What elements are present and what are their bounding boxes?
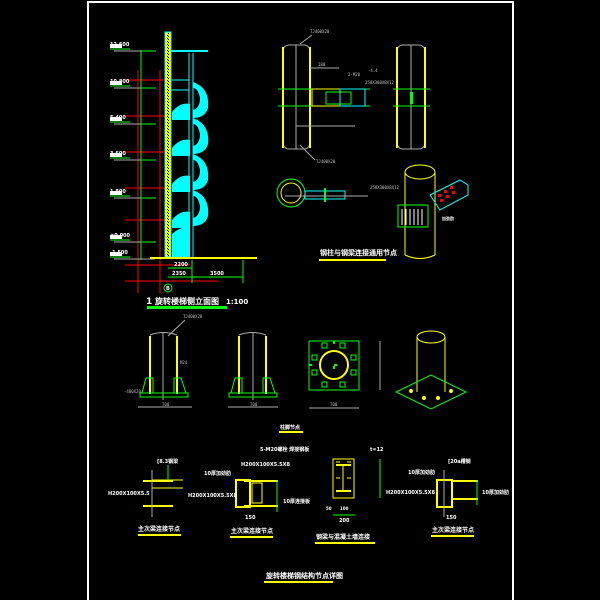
label: 5-M20螺栓 焊接钢板	[260, 446, 310, 453]
label: -400X20	[124, 389, 141, 394]
elevation-title: 旋转楼梯侧立面图	[154, 296, 219, 306]
label: 10厚加劲肋	[482, 489, 509, 496]
label: H200X100X5.5X8	[386, 490, 435, 496]
stair-elevation: 12.600 10.800 5.400 3.600 1.800 ±0.000 -…	[110, 31, 257, 309]
node-title: 柱脚节点	[280, 424, 300, 431]
dim-label: 700	[330, 402, 338, 407]
spiral-flights	[172, 82, 209, 257]
label: [20a槽钢	[448, 458, 471, 465]
level-markers	[110, 44, 156, 260]
label: M24	[180, 360, 188, 365]
label: 150	[245, 515, 256, 521]
dim-label: 700	[162, 402, 170, 407]
level-label: -1.500	[110, 250, 128, 256]
label: 10厚加劲肋	[408, 469, 435, 476]
callout-label: 加劲肋	[441, 215, 454, 221]
label: TJ400X20	[183, 314, 203, 319]
axis-bubble-label: B	[166, 286, 170, 292]
title-underline	[279, 431, 303, 433]
title-underline	[431, 535, 474, 537]
drawing-frame	[87, 1, 514, 600]
label: 10厚连接板	[283, 498, 311, 505]
label: TJ400X20	[310, 29, 330, 34]
title-underline	[319, 259, 386, 261]
dim-label: 100	[340, 506, 349, 511]
label: [8.3钢梁	[157, 458, 179, 465]
label: 180	[318, 62, 326, 67]
label: TJ400X20	[316, 159, 336, 164]
label: -4.4	[368, 68, 378, 73]
main-secondary-node-3: [20a槽钢 10厚加劲肋 H200X100X5.5X8 10厚加劲肋 150 …	[386, 458, 509, 537]
elevation-scale: 1:100	[226, 298, 248, 306]
dim-label: 700	[250, 402, 258, 407]
level-label: 12.600	[110, 42, 130, 48]
dim-label: 2350	[172, 271, 186, 277]
level-label: 1.800	[110, 189, 126, 195]
dim-label: 2200	[174, 262, 188, 268]
node-title: 钢柱与钢梁连接通用节点	[320, 248, 397, 257]
embed-plate-node: 5-M20螺栓 焊接钢板 t=12 200 100 50 钢梁与混凝土墙连接	[260, 446, 384, 544]
level-label: 3.600	[110, 151, 126, 157]
dim-label: 200	[339, 518, 350, 524]
column-base-node: 700 TJ400X20 -400X20 M24 700 700	[124, 314, 468, 433]
title-underline	[138, 534, 181, 536]
label: t=12	[370, 447, 384, 453]
beam-column-node: TJ400X20 TJ400X20 250X300X8X12 2-M20 -4.…	[276, 29, 469, 261]
axis-bubble	[163, 283, 173, 293]
level-label: 10.800	[110, 79, 130, 85]
label: 250X300X8X12	[370, 185, 399, 190]
title-underline	[147, 306, 227, 309]
level-label: ±0.000	[110, 233, 131, 239]
label: H200X100X5.5X8	[241, 462, 290, 468]
label: 2-M20	[348, 72, 361, 77]
dim-label: 50	[326, 506, 332, 511]
sheet-title: 旋转楼梯钢结构节点详图	[265, 571, 343, 580]
node-title: 钢梁与混凝土墙连接	[316, 533, 370, 541]
main-secondary-node-1: [8.3钢梁 H200X100X5.5 主次梁连接节点	[108, 458, 183, 536]
main-secondary-node-2: H200X100X5.5X8 10厚加劲肋 H200X100X5.5X8 10厚…	[188, 462, 311, 538]
node-title: 主次梁连接节点	[231, 527, 273, 535]
label: H200X100X5.5	[108, 491, 150, 497]
dim-label: 3500	[210, 271, 224, 277]
sheet-title-underline	[264, 581, 333, 583]
elevation-title-number: 1	[146, 297, 152, 307]
node-title: 主次梁连接节点	[138, 525, 180, 533]
level-label: 5.400	[110, 115, 126, 121]
title-underline	[230, 536, 273, 538]
label: 250X300X8X12	[365, 80, 394, 85]
title-underline	[315, 542, 375, 544]
label: 10厚加劲肋	[204, 470, 231, 477]
label: 150	[446, 515, 457, 521]
label: H200X100X5.5X8	[188, 493, 237, 499]
node-title: 主次梁连接节点	[432, 526, 474, 534]
